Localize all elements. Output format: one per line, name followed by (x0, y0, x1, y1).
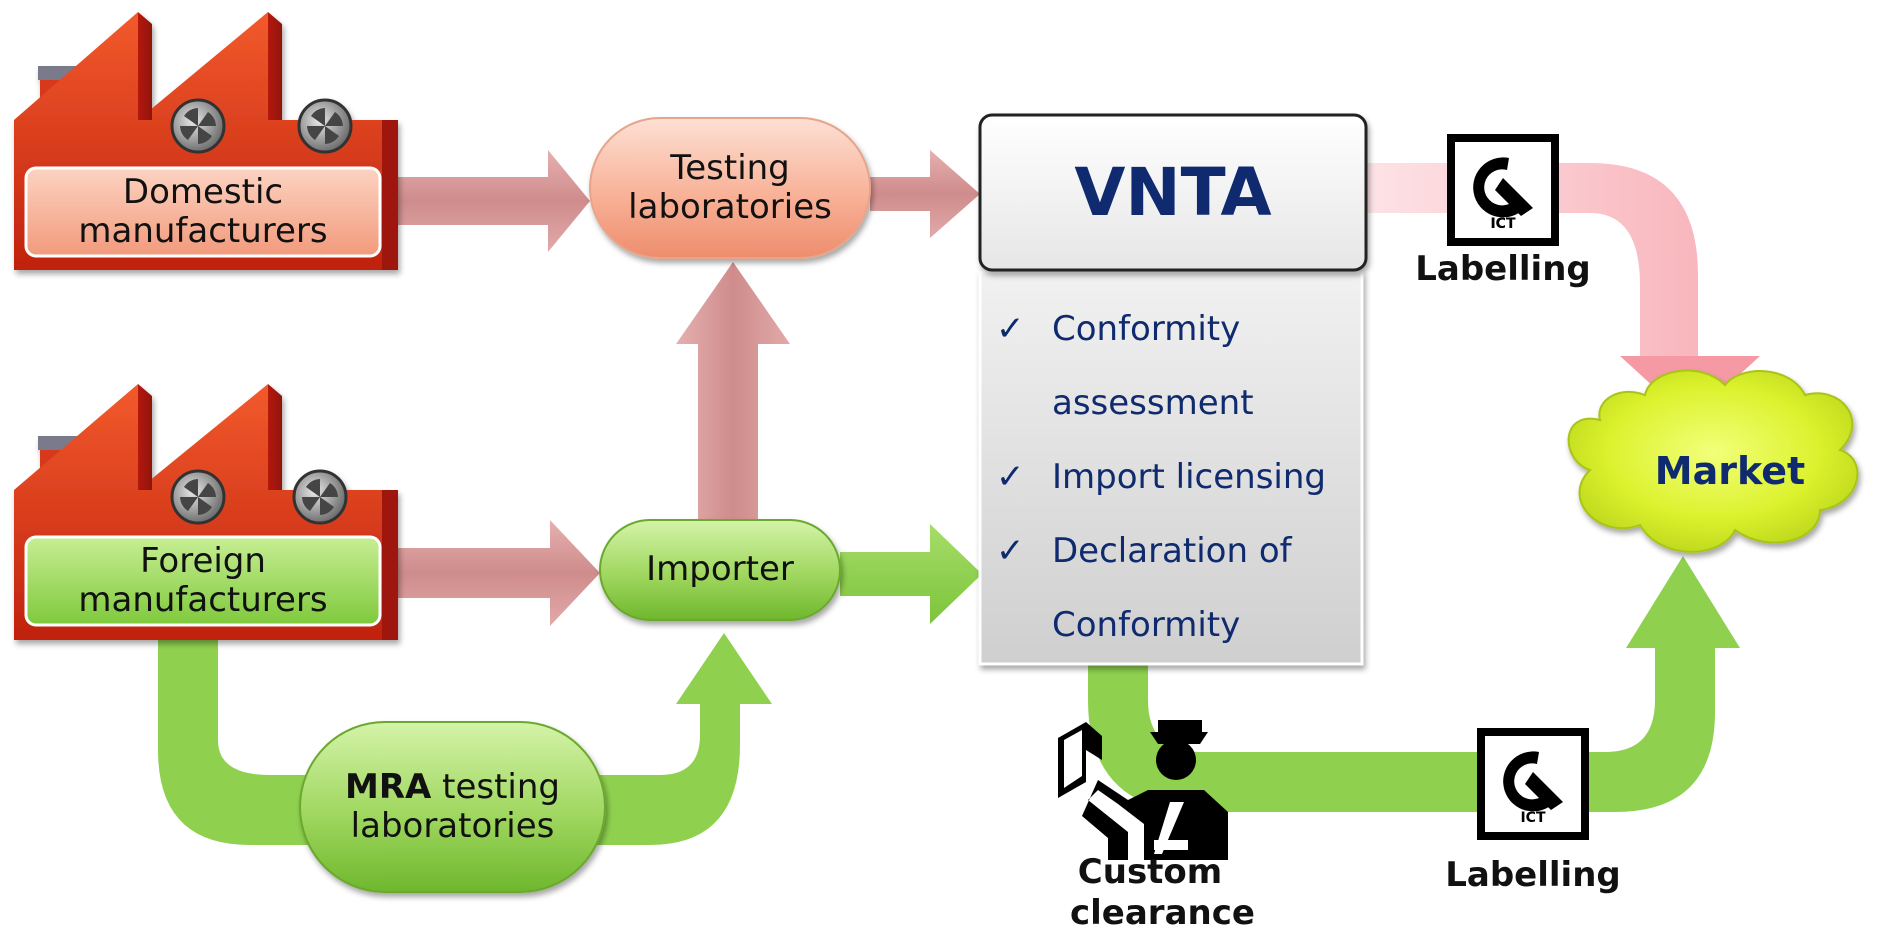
vnta-title: VNTA (1074, 153, 1272, 231)
arrow-domestic-to-testing (398, 150, 590, 252)
testing-laboratories-label: Testing laboratories (628, 147, 832, 227)
flow-foreign-to-mra (158, 630, 345, 845)
vnta-function-line: Import licensing (1052, 457, 1326, 497)
check-icon: ✓ (996, 457, 1025, 497)
flow-mra-to-importer (590, 633, 772, 845)
labelling-bottom-caption: Labelling (1445, 855, 1621, 895)
mra-bold-label: MRA (344, 766, 432, 807)
vnta-function-item: ✓ Declaration of Conformity (978, 514, 1358, 662)
importer-pill (599, 519, 841, 621)
arrow-foreign-to-importer (398, 520, 600, 626)
flow-labelling-to-market (1580, 556, 1740, 812)
market-cloud (1567, 369, 1859, 553)
ict-mark-text: ICT (1520, 810, 1545, 826)
vnta-function-item: ✓ Import licensing (978, 440, 1358, 514)
vnta-function-line: Conformity (1052, 605, 1241, 645)
foreign-manufacturers-label: Foreign manufacturers (78, 540, 328, 620)
vnta-function-list: ✓ Conformity assessment ✓ Import licensi… (978, 292, 1358, 662)
ict-mark-icon (1477, 728, 1589, 840)
fan-icon (297, 98, 353, 154)
arrow-importer-to-vnta (840, 524, 982, 624)
fan-icon (170, 98, 226, 154)
mra-pill (299, 721, 606, 893)
custom-clearance-caption: Custom clearance (1070, 852, 1255, 933)
customs-officer-icon (1058, 720, 1228, 860)
ict-mark-text: ICT (1490, 216, 1515, 232)
fan-icon (170, 469, 226, 525)
importer-label: Importer (646, 549, 794, 590)
arrow-testing-to-vnta (870, 150, 980, 238)
ict-mark-text: ICT (1490, 216, 1515, 232)
testing-labs-pill (589, 117, 871, 259)
vnta-function-line: assessment (1052, 383, 1254, 423)
vnta-function-line: Declaration of (1052, 531, 1292, 571)
fan-icon (292, 469, 348, 525)
flow-vnta-to-market (1367, 163, 1722, 415)
ict-mark-icon (1447, 134, 1559, 246)
mra-rest-label: testing laboratories (350, 766, 560, 846)
arrow-importer-to-testing (676, 262, 790, 528)
labelling-top-caption: Labelling (1415, 249, 1591, 289)
vnta-function-panel (978, 270, 1364, 666)
factory-domestic (14, 12, 398, 270)
vnta-function-item: ✓ Conformity assessment (978, 292, 1358, 440)
domestic-manufacturers-label: Domestic manufacturers (78, 171, 328, 251)
market-label: Market (1654, 449, 1806, 493)
vnta-function-line: Conformity (1052, 309, 1241, 349)
check-icon: ✓ (996, 309, 1025, 349)
mra-testing-laboratories-label: MRA testing laboratories (300, 722, 605, 892)
flow-vnta-to-customs (1088, 664, 1490, 812)
check-icon: ✓ (996, 531, 1025, 571)
factory-foreign (14, 384, 398, 640)
vnta-header-box (978, 113, 1368, 272)
